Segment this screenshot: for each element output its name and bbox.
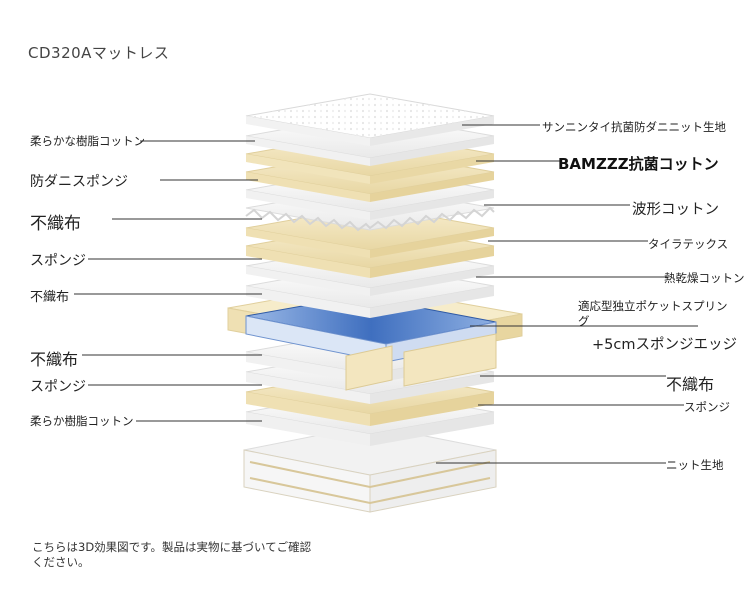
label-heat-dried-cotton: 熱乾燥コットン (664, 271, 745, 285)
leader-lines (74, 124, 698, 464)
layer-knit-fabric-top (245, 93, 495, 146)
label-knit-fabric-bottom: ニット生地 (666, 458, 724, 472)
layer-knit-base (243, 424, 497, 513)
footnote: こちらは3D効果図です。製品は実物に基づいてご確認ください。 (32, 540, 312, 569)
label-knit-fabric-top: サンニンタイ抗菌防ダニニット生地 (542, 120, 726, 134)
label-bamzzz-cotton: BAMZZZ抗菌コットン (558, 155, 719, 173)
label-sponge-2: スポンジ (30, 379, 86, 395)
label-nonwoven-1: 不織布 (30, 214, 81, 234)
layer-sponge-edge-front (345, 333, 497, 391)
label-nonwoven-3: 不織布 (30, 350, 79, 369)
label-sponge-1: スポンジ (30, 253, 86, 269)
label-sponge-edge: +5cmスポンジエッジ (592, 337, 737, 353)
label-soft-resin-cotton-top: 柔らかな樹脂コットン (30, 134, 145, 148)
label-sponge-right: スポンジ (684, 400, 730, 414)
label-tai-latex: タイラテックス (648, 237, 729, 251)
label-pocket-springs: 適応型独立ポケットスプリング (578, 299, 728, 328)
label-anti-mite-sponge: 防ダニスポンジ (30, 174, 128, 190)
label-nonwoven-right: 不織布 (666, 375, 715, 394)
label-wave-cotton: 波形コットン (632, 202, 719, 218)
label-soft-resin-cotton-bottom: 柔らか樹脂コットン (30, 414, 134, 428)
page-title: CD320Aマットレス (28, 44, 170, 62)
label-nonwoven-2: 不織布 (30, 290, 70, 305)
